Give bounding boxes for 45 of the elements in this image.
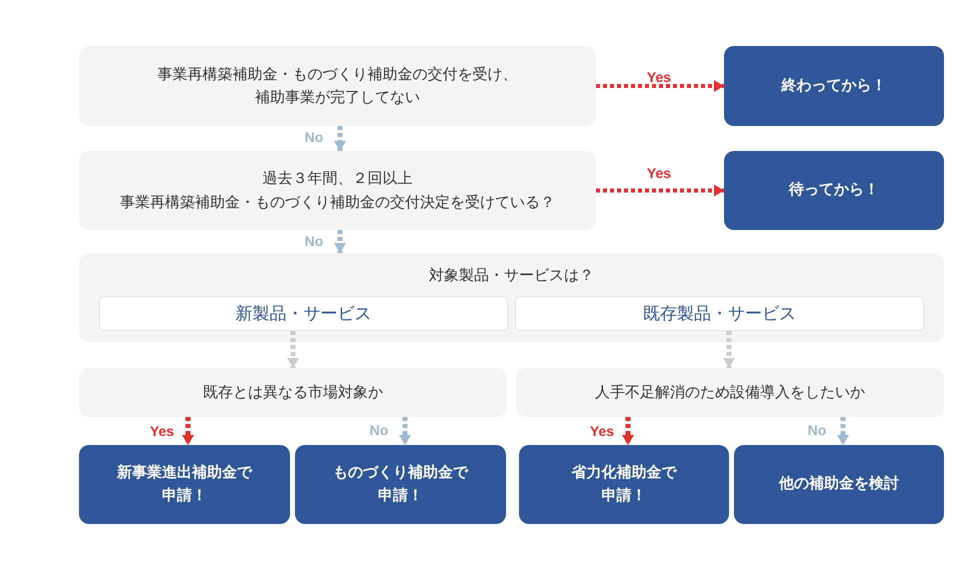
question-text: 人手不足解消のため設備導入をしたいか xyxy=(595,382,865,403)
question-text: 事業再構築補助金・ものづくり補助金の交付決定を受けている？ xyxy=(120,192,555,212)
edge-label: No xyxy=(368,423,390,437)
question-box xyxy=(79,46,596,126)
option-box xyxy=(99,296,508,331)
result-box xyxy=(519,445,729,524)
result-text: 他の補助金を検討 xyxy=(779,474,899,494)
arrow xyxy=(596,184,724,196)
result-text: 待ってから！ xyxy=(789,180,879,200)
option-box xyxy=(515,296,924,331)
question-box xyxy=(79,151,596,230)
result-box xyxy=(724,46,944,126)
result-box xyxy=(734,445,944,524)
arrow xyxy=(182,417,194,445)
edge-label: Yes xyxy=(644,70,674,84)
edge-label: No xyxy=(806,423,828,437)
question-text: 事業再構築補助金・ものづくり補助金の交付を受け、補助事業が完了してない xyxy=(156,64,518,108)
result-box xyxy=(295,445,506,524)
question-box xyxy=(79,368,507,417)
result-box xyxy=(79,445,290,524)
arrow xyxy=(723,331,735,368)
question-text: 過去３年間、２回以上 xyxy=(262,169,412,190)
edge-label: Yes xyxy=(588,424,616,438)
option-text: 既存製品・サービス xyxy=(643,302,796,325)
arrow xyxy=(622,417,634,445)
question-text: 対象製品・サービスは？ xyxy=(429,266,594,286)
edge-label: No xyxy=(302,130,326,144)
arrow xyxy=(399,417,411,445)
edge-label: Yes xyxy=(644,166,674,180)
arrow xyxy=(334,126,346,151)
result-text: 省力化補助金で申請！ xyxy=(570,463,678,506)
result-text: 新事業進出補助金で申請！ xyxy=(116,463,254,506)
edge-label: No xyxy=(302,234,326,248)
arrow xyxy=(837,417,849,445)
result-box xyxy=(724,151,944,230)
result-text: ものづくり補助金で申請！ xyxy=(332,463,470,506)
option-text: 新製品・サービス xyxy=(236,302,372,325)
question-text: 既存とは異なる市場対象か xyxy=(203,382,383,403)
arrow xyxy=(287,331,299,368)
question-panel xyxy=(79,253,944,342)
arrow xyxy=(596,80,724,92)
result-text: 終わってから！ xyxy=(782,76,886,96)
question-box xyxy=(516,368,944,417)
edge-label: Yes xyxy=(148,424,176,438)
arrow xyxy=(334,230,346,253)
